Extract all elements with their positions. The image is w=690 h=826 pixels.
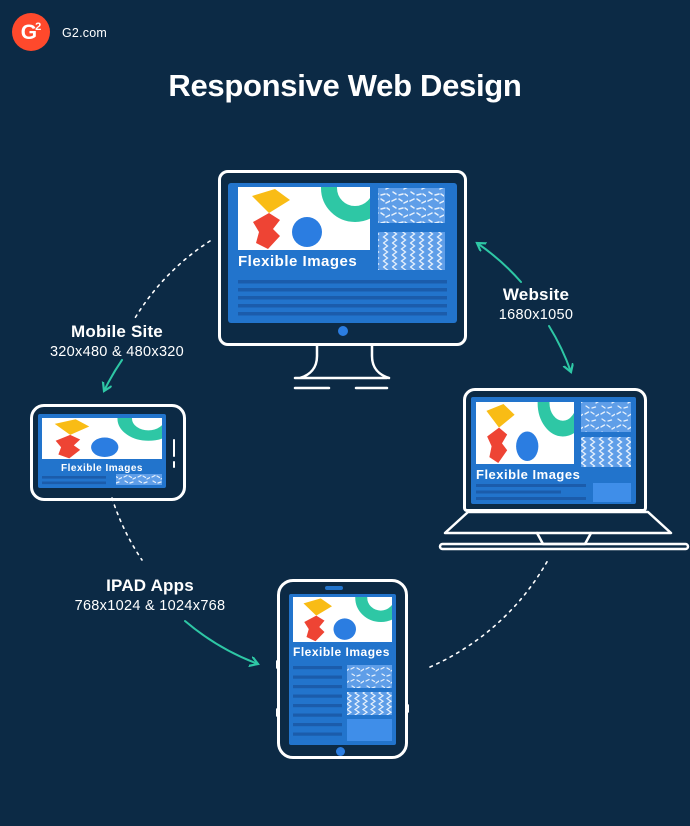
monitor-screen: Flexible Images — [228, 183, 457, 323]
connector-mobile-to-ipad — [111, 497, 143, 561]
tablet-side-button — [276, 660, 279, 669]
page-title: Responsive Web Design — [168, 68, 522, 103]
annotation-website-subtitle: 1680x1050 — [498, 307, 574, 323]
arrow-website-label-to-monitor — [477, 243, 522, 283]
arrow-ipad-label-to-tablet — [184, 620, 258, 664]
content-stripes — [476, 484, 586, 500]
desktop-monitor: Flexible Images — [218, 170, 467, 346]
yellow-shape-icon — [252, 189, 290, 213]
content-stripes — [238, 280, 447, 316]
yellow-shape-icon — [303, 598, 332, 616]
teal-ring-icon — [537, 402, 574, 437]
hero-image-card — [238, 187, 370, 250]
mobile-phone: Flexible Images — [30, 404, 186, 501]
card-title: Flexible Images — [238, 253, 357, 270]
laptop-base — [438, 510, 690, 551]
tablet-screen: Flexible Images — [289, 594, 396, 745]
blue-circle-icon — [516, 431, 539, 462]
blue-circle-icon — [91, 437, 119, 458]
red-shape-icon — [304, 615, 325, 642]
annotation-website: Website 1680x1050 — [466, 285, 606, 323]
laptop-computer: Flexible Images — [463, 388, 647, 512]
card-title: Flexible Images — [476, 467, 580, 482]
teal-ring-icon — [117, 418, 162, 441]
hero-image-card — [476, 402, 574, 464]
annotation-ipad-subtitle: 768x1024 & 1024x768 — [74, 598, 226, 614]
annotation-mobile: Mobile Site 320x480 & 480x320 — [37, 322, 197, 360]
phone-side-button-small — [172, 461, 175, 468]
annotation-mobile-subtitle: 320x480 & 480x320 — [49, 344, 185, 360]
yellow-shape-icon — [54, 419, 90, 435]
g2-logo-letter: G — [20, 20, 38, 44]
red-shape-icon — [253, 213, 280, 249]
phone-screen-content: Flexible Images — [42, 418, 162, 485]
teal-ring-icon — [321, 187, 370, 222]
connector-monitor-to-mobile — [134, 240, 211, 319]
hero-image-card — [42, 418, 162, 459]
yellow-shape-icon — [486, 403, 515, 428]
teal-ring-icon — [355, 597, 392, 622]
arrow-mobile-label-to-phone — [104, 359, 123, 391]
tablet-side-button — [406, 704, 409, 713]
card-title: Flexible Images — [293, 645, 390, 659]
tablet-device: Flexible Images — [276, 579, 409, 759]
laptop-screen-content: Flexible Images — [476, 402, 631, 502]
content-stripes — [42, 476, 106, 485]
red-shape-icon — [55, 434, 81, 459]
monitor-stand — [293, 346, 391, 390]
g2-logo-superscript: 2 — [35, 20, 42, 33]
annotation-ipad-title: IPAD Apps — [106, 576, 194, 595]
tablet-home-button — [336, 747, 345, 756]
laptop-screen: Flexible Images — [471, 397, 636, 504]
monitor-camera-dot — [338, 326, 348, 336]
annotation-ipad: IPAD Apps 768x1024 & 1024x768 — [55, 576, 245, 614]
monitor-screen-content: Flexible Images — [238, 187, 447, 316]
annotation-website-title: Website — [502, 285, 570, 304]
blue-circle-icon — [292, 217, 322, 247]
blue-circle-icon — [333, 618, 356, 640]
tablet-side-button — [276, 708, 279, 717]
tablet-screen-content: Flexible Images — [293, 597, 392, 741]
tablet-speaker-slot — [325, 586, 343, 590]
cta-box — [593, 483, 631, 502]
phone-side-button — [172, 439, 175, 457]
red-shape-icon — [487, 427, 508, 464]
brand-text: G2.com — [62, 26, 107, 40]
phone-screen: Flexible Images — [38, 414, 166, 488]
card-title: Flexible Images — [61, 463, 143, 474]
arrow-website-label-to-laptop — [548, 325, 571, 372]
hero-image-card — [293, 597, 392, 642]
g2-logo-icon: G 2 — [12, 13, 50, 51]
annotation-mobile-title: Mobile Site — [71, 322, 163, 341]
connector-tablet-to-laptop — [429, 559, 549, 668]
cta-box — [347, 719, 392, 741]
content-stripes — [293, 666, 342, 736]
